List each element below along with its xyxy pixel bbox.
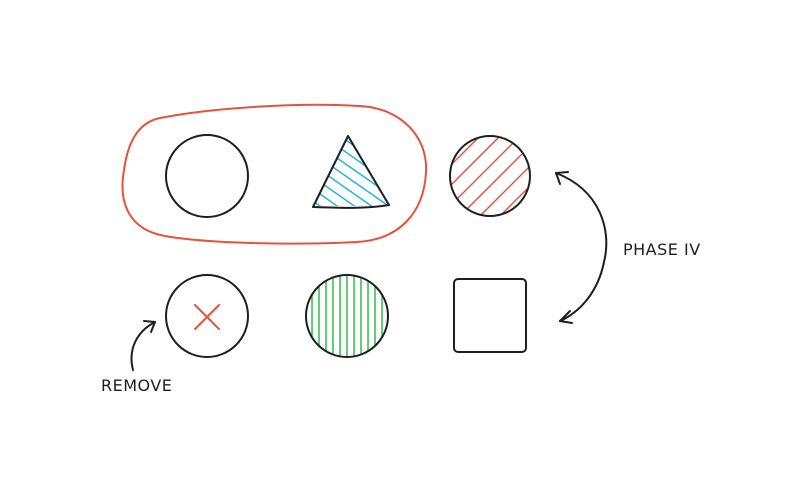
group-outline	[121, 103, 428, 245]
swap-arrow	[555, 171, 608, 324]
green-striped-circle	[305, 274, 389, 358]
remove-arrow	[130, 320, 156, 371]
phase-label: PHASE IV	[623, 240, 701, 259]
remove-label: REMOVE	[101, 376, 172, 395]
red-hatched-circle	[449, 135, 531, 217]
x-circle	[165, 274, 249, 358]
hatched-triangle	[312, 135, 390, 209]
square	[453, 278, 527, 353]
plain-circle	[165, 134, 249, 218]
